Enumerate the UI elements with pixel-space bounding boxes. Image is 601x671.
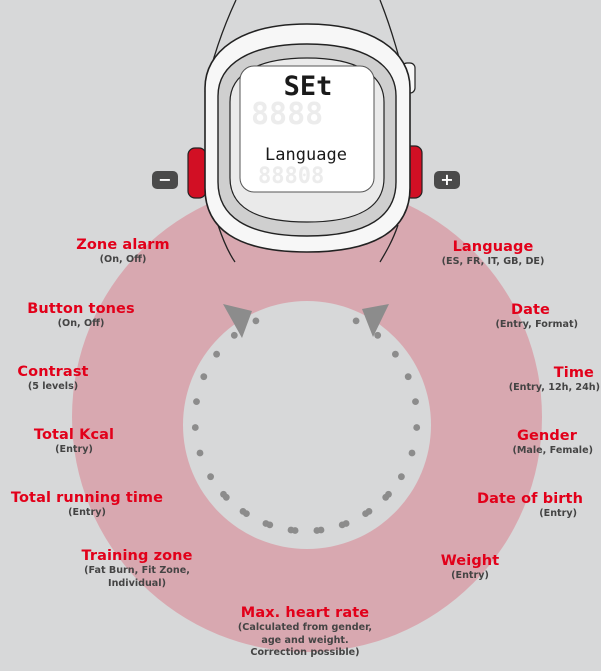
cycle-dot <box>200 373 208 381</box>
menu-item-title: Zone alarm <box>76 237 170 253</box>
menu-item-date-of-birth: Date of birth (Entry) <box>440 491 583 521</box>
menu-item-options: (Calculated from gender, <box>237 622 373 633</box>
menu-item-title: Weight <box>440 553 500 569</box>
menu-item-options: (Entry, 12h, 24h) <box>508 382 600 393</box>
menu-item-options: (Entry, Format) <box>495 319 578 330</box>
cycle-dot <box>404 373 412 381</box>
menu-item-contrast: Contrast (5 levels) <box>0 364 106 394</box>
menu-item-options: (Male, Female) <box>512 445 593 456</box>
cycle-dot <box>413 424 421 431</box>
menu-item-title: Total Kcal <box>33 427 115 443</box>
cycle-dot <box>291 527 299 534</box>
menu-item-title: Language <box>452 239 534 255</box>
menu-item-title: Max. heart rate <box>240 605 370 621</box>
menu-item-options: (On, Off) <box>99 254 147 265</box>
cycle-dot <box>365 508 373 515</box>
menu-item-title: Total running time <box>10 490 164 506</box>
screen-line-2: Language <box>265 145 347 165</box>
arrow-right-icon <box>362 304 389 337</box>
cycle-dot <box>352 317 360 325</box>
menu-item-title: Button tones <box>27 301 135 317</box>
cycle-dot <box>252 317 260 325</box>
cycle-dot <box>342 520 350 527</box>
menu-item-date: Date (Entry, Format) <box>430 302 578 332</box>
plus-button[interactable]: + <box>434 171 460 189</box>
minus-side-button[interactable] <box>187 147 207 199</box>
cycle-dot <box>408 449 416 457</box>
cycle-dot <box>317 526 325 534</box>
cycle-dot <box>230 331 238 339</box>
cycle-dot <box>222 493 230 501</box>
menu-item-button-tones: Button tones (On, Off) <box>6 301 156 331</box>
menu-item-options: (5 levels) <box>27 381 79 392</box>
menu-item-options-cont: age and weight. <box>261 634 349 646</box>
menu-item-training-zone: Training zone (Fat Burn, Fit Zone, Indiv… <box>62 548 212 590</box>
menu-item-weight: Weight (Entry) <box>430 553 510 583</box>
menu-item-options: (Entry) <box>539 508 577 519</box>
menu-item-options: (Entry) <box>68 507 106 518</box>
watch-illustration: 8888 88808 SEt Language <box>187 0 423 263</box>
dotted-cycle <box>191 317 421 534</box>
cycle-dot <box>207 473 215 481</box>
menu-item-options: (Fat Burn, Fit Zone, <box>84 565 190 576</box>
svg-text:8888: 8888 <box>251 97 323 132</box>
cycle-dot <box>191 424 199 431</box>
menu-item-zone-alarm: Zone alarm (On, Off) <box>48 237 198 267</box>
menu-item-options: (Entry) <box>451 570 489 581</box>
cycle-dot <box>266 521 274 529</box>
cycle-dot <box>392 350 399 358</box>
cycle-dot <box>412 398 419 405</box>
menu-item-title: Training zone <box>81 548 193 564</box>
menu-item-title: Contrast <box>17 364 89 380</box>
menu-item-total-kcal: Total Kcal (Entry) <box>9 427 139 457</box>
watch-display <box>239 65 375 193</box>
settings-ring <box>72 182 542 652</box>
cycle-dot <box>385 490 392 498</box>
menu-item-options-cont: Correction possible) <box>250 647 360 658</box>
minus-icon: − <box>158 170 172 189</box>
menu-item-options: (ES, FR, IT, GB, DE) <box>441 256 545 267</box>
svg-text:88808: 88808 <box>258 164 324 189</box>
cycle-dot <box>243 510 250 517</box>
minus-button[interactable]: − <box>152 171 178 189</box>
cycle-dot <box>398 473 405 481</box>
menu-item-gender: Gender (Male, Female) <box>453 428 593 458</box>
screen-line-1: SEt <box>284 71 333 102</box>
plus-icon: + <box>440 170 454 189</box>
menu-item-title: Date of birth <box>476 491 583 507</box>
menu-item-language: Language (ES, FR, IT, GB, DE) <box>413 239 573 269</box>
menu-item-total-running-time: Total running time (Entry) <box>5 490 169 520</box>
cycle-dot <box>374 331 382 339</box>
menu-item-title: Gender <box>516 428 577 444</box>
menu-item-title: Time <box>553 365 594 381</box>
cycle-dot <box>196 449 204 457</box>
menu-item-options-cont: Individual) <box>108 577 166 589</box>
menu-item-time: Time (Entry, 12h, 24h) <box>443 365 600 395</box>
cycle-dot <box>193 398 200 405</box>
menu-item-options: (Entry) <box>55 444 93 455</box>
menu-item-options: (On, Off) <box>57 318 105 329</box>
cycle-dot <box>213 350 221 358</box>
menu-item-title: Date <box>511 302 550 318</box>
menu-item-max-heart-rate: Max. heart rate (Calculated from gender,… <box>205 605 405 660</box>
arrow-left-icon <box>223 304 252 338</box>
